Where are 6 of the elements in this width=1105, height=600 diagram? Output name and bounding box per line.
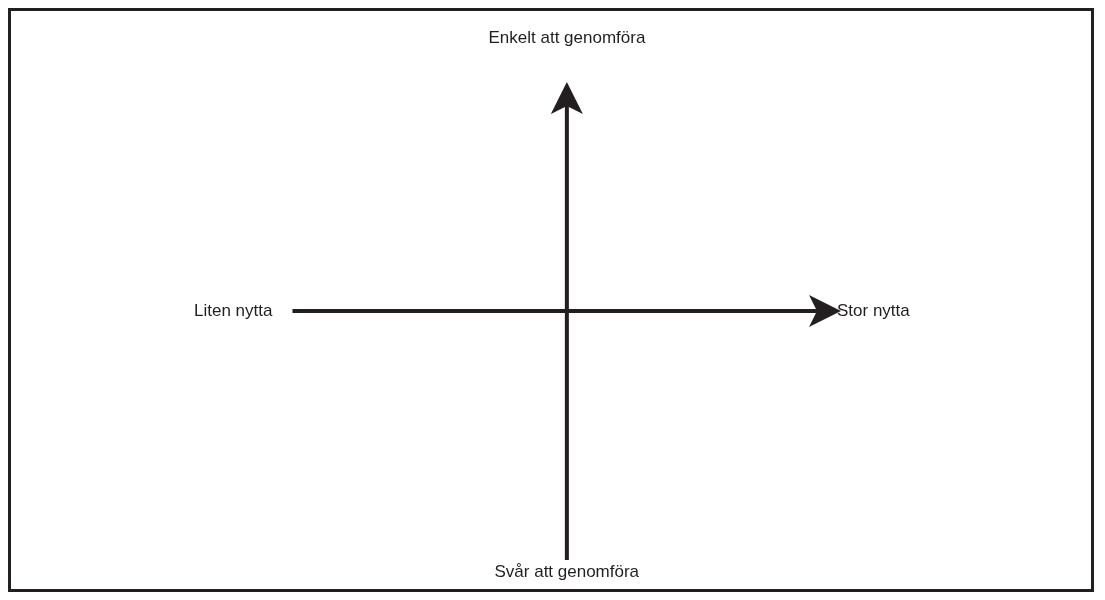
axis-label: Svår att genomföra — [494, 562, 640, 582]
axis-label: Stor nytta — [837, 301, 910, 321]
axis-arrow — [550, 82, 583, 560]
axis-label: Liten nytta — [194, 301, 273, 321]
axis-label: Enkelt att genomföra — [488, 28, 646, 48]
axis-arrow — [292, 295, 841, 327]
